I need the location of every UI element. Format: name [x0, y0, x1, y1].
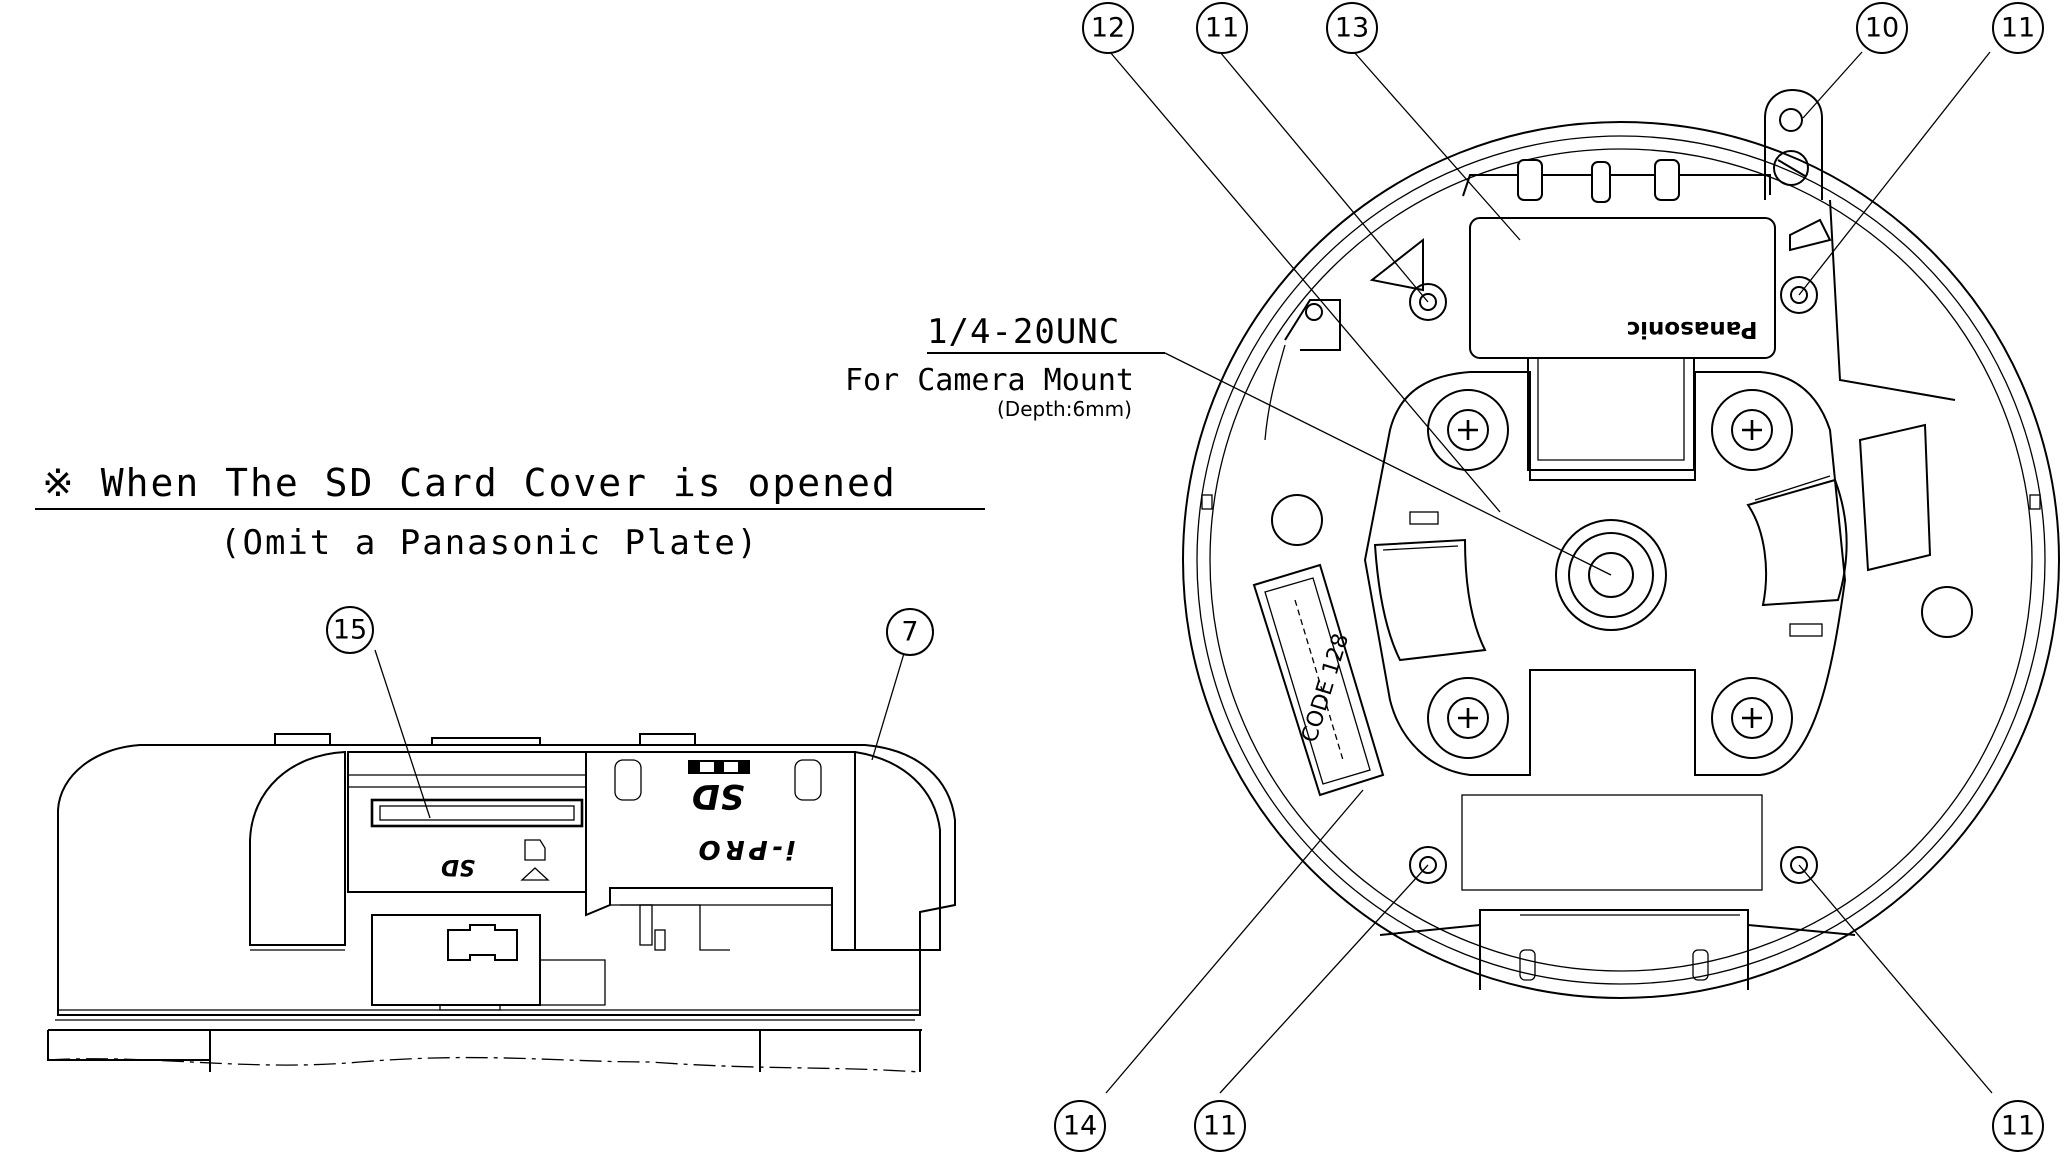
mount-tab: [1764, 88, 1823, 200]
mount-plate: [1363, 371, 1847, 776]
plate-screws: [1427, 389, 1793, 759]
body-outline: [57, 744, 956, 1016]
svg-text:11: 11: [2001, 13, 2035, 44]
leader-lines: [374, 51, 1993, 1094]
callout-11-bottom-left: 11: [1194, 1100, 1246, 1152]
right-cover: [854, 750, 941, 951]
callout-11-top-left: 11: [1196, 2, 1248, 54]
sd-cover: [585, 751, 856, 951]
callout-11-bottom-right: 11: [1992, 1100, 2044, 1152]
sd-card-slot: [370, 798, 584, 828]
svg-text:15: 15: [333, 615, 367, 646]
callout-13: 13: [1326, 2, 1378, 54]
svg-text:12: 12: [1091, 13, 1125, 44]
svg-text:13: 13: [1335, 13, 1369, 44]
barcode-plate: [1252, 563, 1385, 797]
bottom-view: Panasonic: [1182, 88, 2060, 999]
break-line: [47, 1056, 921, 1073]
mount-label: 1/4-20UNC For Camera Mount (Depth:6mm): [845, 312, 1165, 421]
svg-text:11: 11: [2001, 1111, 2035, 1142]
callout-14: 14: [1054, 1100, 1106, 1152]
callout-11-top-right: 11: [1992, 2, 2044, 54]
thread-spec: 1/4-20UNC: [927, 312, 1120, 352]
cover-sd-logo: SD: [692, 776, 745, 816]
mount-depth: (Depth:6mm): [997, 397, 1132, 421]
callout-10: 10: [1856, 2, 1908, 54]
note-subheading: (Omit a Panasonic Plate): [220, 523, 759, 563]
svg-text:10: 10: [1865, 13, 1899, 44]
camera-mount-hole: [1555, 519, 1667, 631]
svg-text:14: 14: [1063, 1111, 1097, 1142]
left-cover: [249, 750, 346, 946]
brand-text: Panasonic: [1626, 316, 1757, 342]
sd-card-logo: SD: [441, 854, 475, 879]
base-plate-edges: [47, 1030, 921, 1072]
callouts: 15 7 12 11 13 10 11 14: [326, 2, 2044, 1152]
mount-purpose: For Camera Mount: [845, 363, 1134, 398]
callout-7: 7: [886, 608, 934, 656]
bracket-clip: [447, 924, 518, 961]
note-heading: ※ When The SD Card Cover is opened: [42, 461, 897, 505]
sd-cover-note: ※ When The SD Card Cover is opened (Omit…: [35, 461, 985, 563]
svg-text:7: 7: [901, 617, 918, 648]
panasonic-plate: [1469, 217, 1776, 359]
callout-12: 12: [1082, 2, 1134, 54]
outer-ring: [1182, 121, 2060, 999]
svg-text:11: 11: [1205, 13, 1239, 44]
side-view: SD SD i-PRO: [47, 733, 956, 1073]
iproj-logo: i-PRO: [695, 834, 796, 864]
svg-text:11: 11: [1203, 1111, 1237, 1142]
callout-15: 15: [326, 606, 374, 654]
